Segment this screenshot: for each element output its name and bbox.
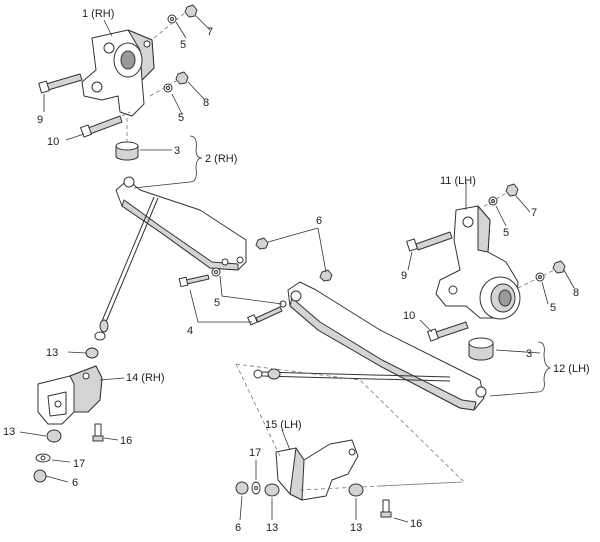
callout-7: 7 [531, 207, 537, 219]
rh-mount-bracket [33, 347, 104, 483]
callout-17: 17 [249, 447, 261, 459]
callout-5: 5 [214, 297, 220, 309]
middle-fasteners [178, 237, 333, 326]
callout-16: 16 [120, 435, 132, 447]
lh-knuckle-bracket [435, 205, 521, 320]
callout-16: 16 [410, 518, 422, 530]
callout-6: 6 [72, 477, 78, 489]
rh-link-rod [94, 196, 159, 341]
rh-knuckle-bracket [81, 29, 155, 117]
callout-5: 5 [178, 112, 184, 124]
callout-10: 10 [47, 136, 59, 148]
callout-9: 9 [401, 270, 407, 282]
lh-link-rod [253, 368, 451, 382]
callout-13: 13 [350, 522, 362, 534]
callout-4: 4 [187, 325, 193, 337]
callout-10: 10 [403, 310, 415, 322]
callout-8: 8 [203, 97, 209, 109]
callout-9: 9 [37, 114, 43, 126]
lh-trailing-arm [287, 281, 487, 411]
callout-13: 13 [266, 522, 278, 534]
callout-11-lh: 11 (LH) [440, 175, 476, 187]
callout-13: 13 [3, 426, 15, 438]
callout-14-rh: 14 (RH) [126, 372, 165, 384]
callout-2-rh: 2 (RH) [205, 153, 237, 165]
callout-8: 8 [573, 287, 579, 299]
callout-5: 5 [550, 302, 556, 314]
callout-labels: 1 (RH) 5 7 8 5 9 10 3 2 (RH) 6 5 4 11 (L… [3, 8, 590, 534]
callout-12-lh: 12 (LH) [553, 363, 590, 375]
lh-bushing [468, 337, 494, 361]
callout-17: 17 [73, 458, 85, 470]
callout-13: 13 [46, 347, 58, 359]
callout-3: 3 [526, 348, 532, 360]
lh-fasteners [406, 183, 566, 342]
leader-lines [19, 15, 575, 523]
callout-1-rh: 1 (RH) [82, 8, 114, 20]
rh-trailing-arm [115, 176, 247, 271]
callout-7: 7 [207, 26, 213, 38]
callout-6: 6 [235, 522, 241, 534]
lh-mount-bracket [235, 363, 465, 518]
callout-5: 5 [180, 39, 186, 51]
callout-5: 5 [503, 227, 509, 239]
callout-3: 3 [174, 145, 180, 157]
rh-bushing [115, 118, 139, 161]
callout-6: 6 [316, 215, 322, 227]
callout-15-lh: 15 (LH) [265, 419, 302, 431]
